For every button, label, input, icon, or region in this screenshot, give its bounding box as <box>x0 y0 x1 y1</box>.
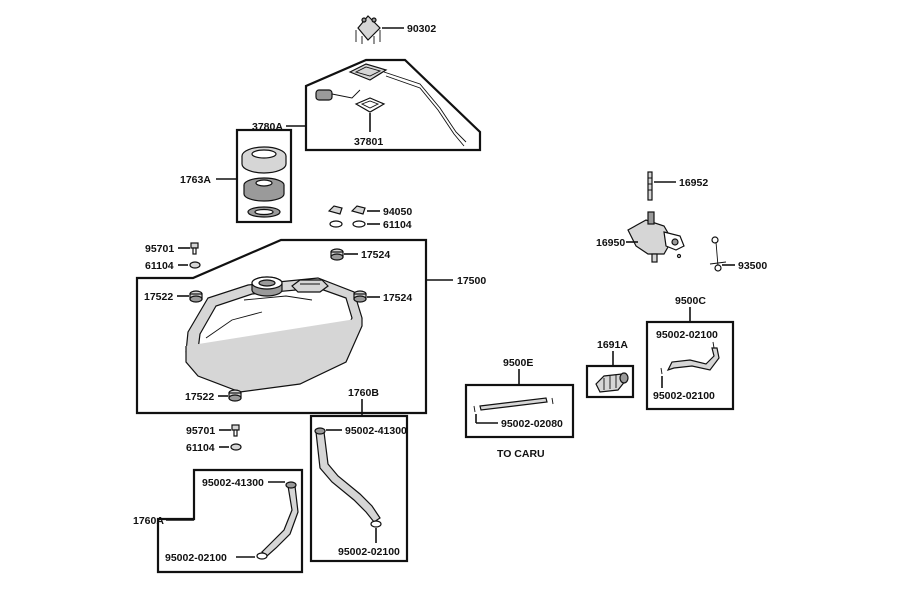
box-1763A <box>235 128 293 224</box>
label-95002-02080: 95002-02080 <box>501 418 563 430</box>
label-93500: 93500 <box>738 260 767 272</box>
label-1760B: 1760B <box>348 387 379 399</box>
part-17524b-grommet <box>353 290 367 303</box>
label-95002-41300b: 95002-41300 <box>202 477 264 489</box>
part-1760B-fuel-hose <box>314 427 382 528</box>
label-95002-02100c: 95002-02100 <box>656 329 718 341</box>
label-95002-02100d: 95002-02100 <box>653 390 715 402</box>
part-17522a-grommet <box>189 290 203 303</box>
part-1763A-fuel-cap <box>241 146 287 218</box>
label-37801: 37801 <box>354 136 383 148</box>
part-94050-bolts <box>327 205 366 228</box>
label-1763A: 1763A <box>180 174 211 186</box>
label-16952: 16952 <box>679 177 708 189</box>
part-17522b-grommet <box>228 389 242 402</box>
label-17522a: 17522 <box>144 291 173 303</box>
part-16952-pin <box>647 171 653 201</box>
part-9500C-hose <box>660 341 720 375</box>
box-3780A <box>304 58 482 152</box>
part-93500-clip <box>709 236 727 272</box>
part-95701b-bolt <box>231 424 240 437</box>
part-61104c-washer <box>230 443 242 451</box>
part-1760A-fuel-hose <box>256 481 299 560</box>
box-17500 <box>135 238 428 415</box>
label-1760A: 1760A <box>133 515 164 527</box>
label-1691A: 1691A <box>597 339 628 351</box>
part-95701a-bolt <box>190 242 199 255</box>
label-17524b: 17524 <box>383 292 412 304</box>
part-16950-fuel-cock <box>627 211 685 263</box>
box-1760A <box>156 468 304 574</box>
label-95002-02100b: 95002-02100 <box>338 546 400 558</box>
label-9500E: 9500E <box>503 357 533 369</box>
label-95002-41300a: 95002-41300 <box>345 425 407 437</box>
label-61104b: 61104 <box>145 260 174 272</box>
part-3780A-fuel-sender <box>315 63 467 147</box>
label-to-caru: TO CARU <box>497 448 545 460</box>
part-1691A-fuel-filter <box>595 372 629 393</box>
box-1760B <box>309 414 409 563</box>
label-95002-02100a: 95002-02100 <box>165 552 227 564</box>
label-94050: 94050 <box>383 206 412 218</box>
box-1691A <box>585 364 635 399</box>
part-9500E-hose <box>473 397 554 413</box>
label-17500: 17500 <box>457 275 486 287</box>
label-95701b: 95701 <box>186 425 215 437</box>
label-61104a: 61104 <box>383 219 412 231</box>
label-17524a: 17524 <box>361 249 390 261</box>
label-90302: 90302 <box>407 23 436 35</box>
label-61104c: 61104 <box>186 442 215 454</box>
part-90302-pump-bracket <box>355 15 381 44</box>
label-95701a: 95701 <box>145 243 174 255</box>
part-17524a-grommet <box>330 248 344 261</box>
label-16950: 16950 <box>596 237 625 249</box>
label-3780A: 3780A <box>252 121 283 133</box>
label-17522b: 17522 <box>185 391 214 403</box>
part-17500-fuel-tank <box>185 276 363 393</box>
label-9500C: 9500C <box>675 295 706 307</box>
part-61104b-washer <box>189 261 201 269</box>
